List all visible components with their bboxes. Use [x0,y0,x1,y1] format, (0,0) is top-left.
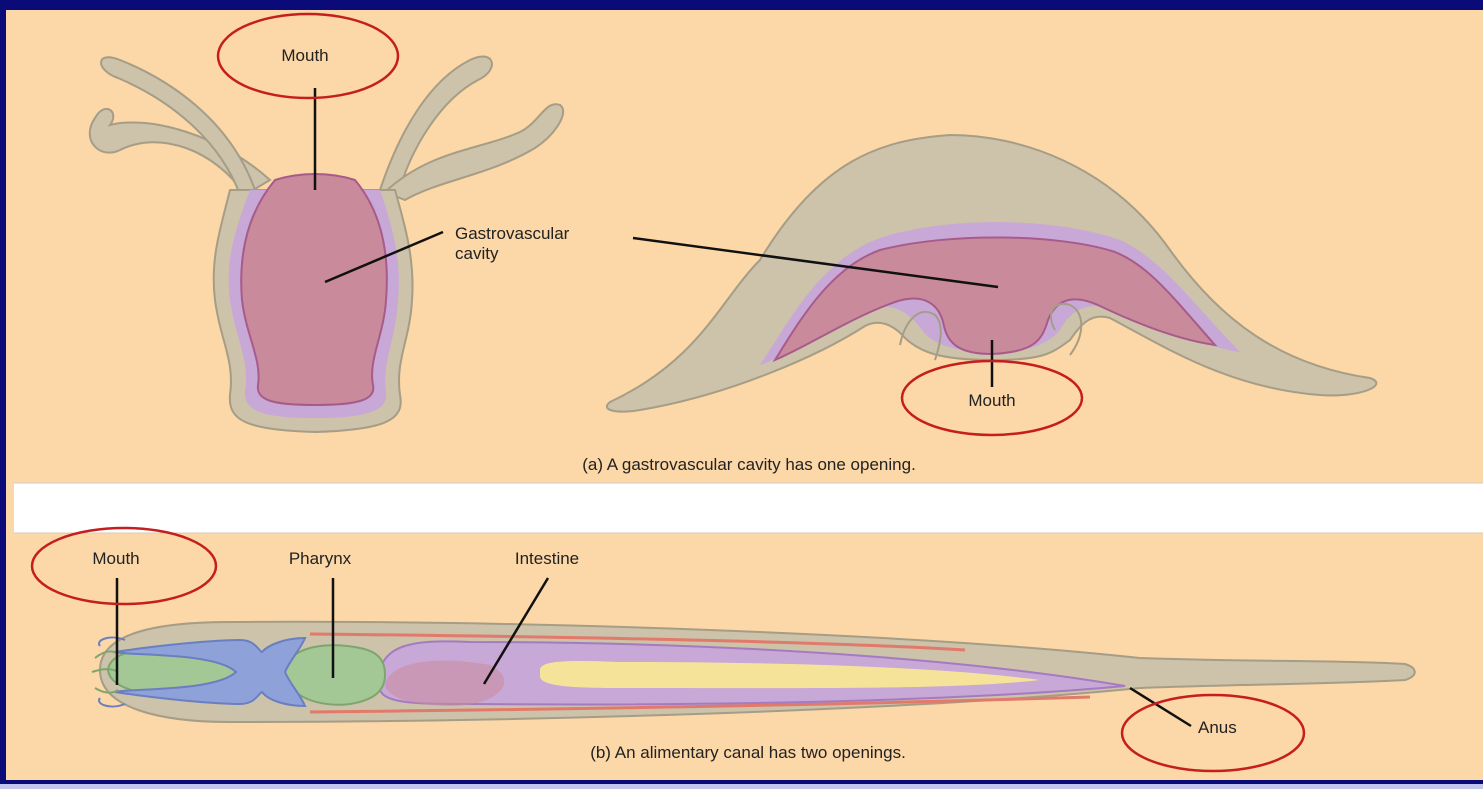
label-mouth-b: Mouth [92,549,139,568]
label-pharynx: Pharynx [289,549,352,568]
caption-panel-a: (a) A gastrovascular cavity has one open… [582,455,916,474]
label-intestine: Intestine [515,549,579,568]
label-gastrovascular-line1: Gastrovascular [455,224,570,243]
label-mouth-right: Mouth [968,391,1015,410]
label-anus: Anus [1198,718,1237,737]
panel-separator [14,483,1483,533]
caption-panel-b: (b) An alimentary canal has two openings… [590,743,906,762]
label-mouth-top: Mouth [281,46,328,65]
label-gastrovascular-line2: cavity [455,244,499,263]
